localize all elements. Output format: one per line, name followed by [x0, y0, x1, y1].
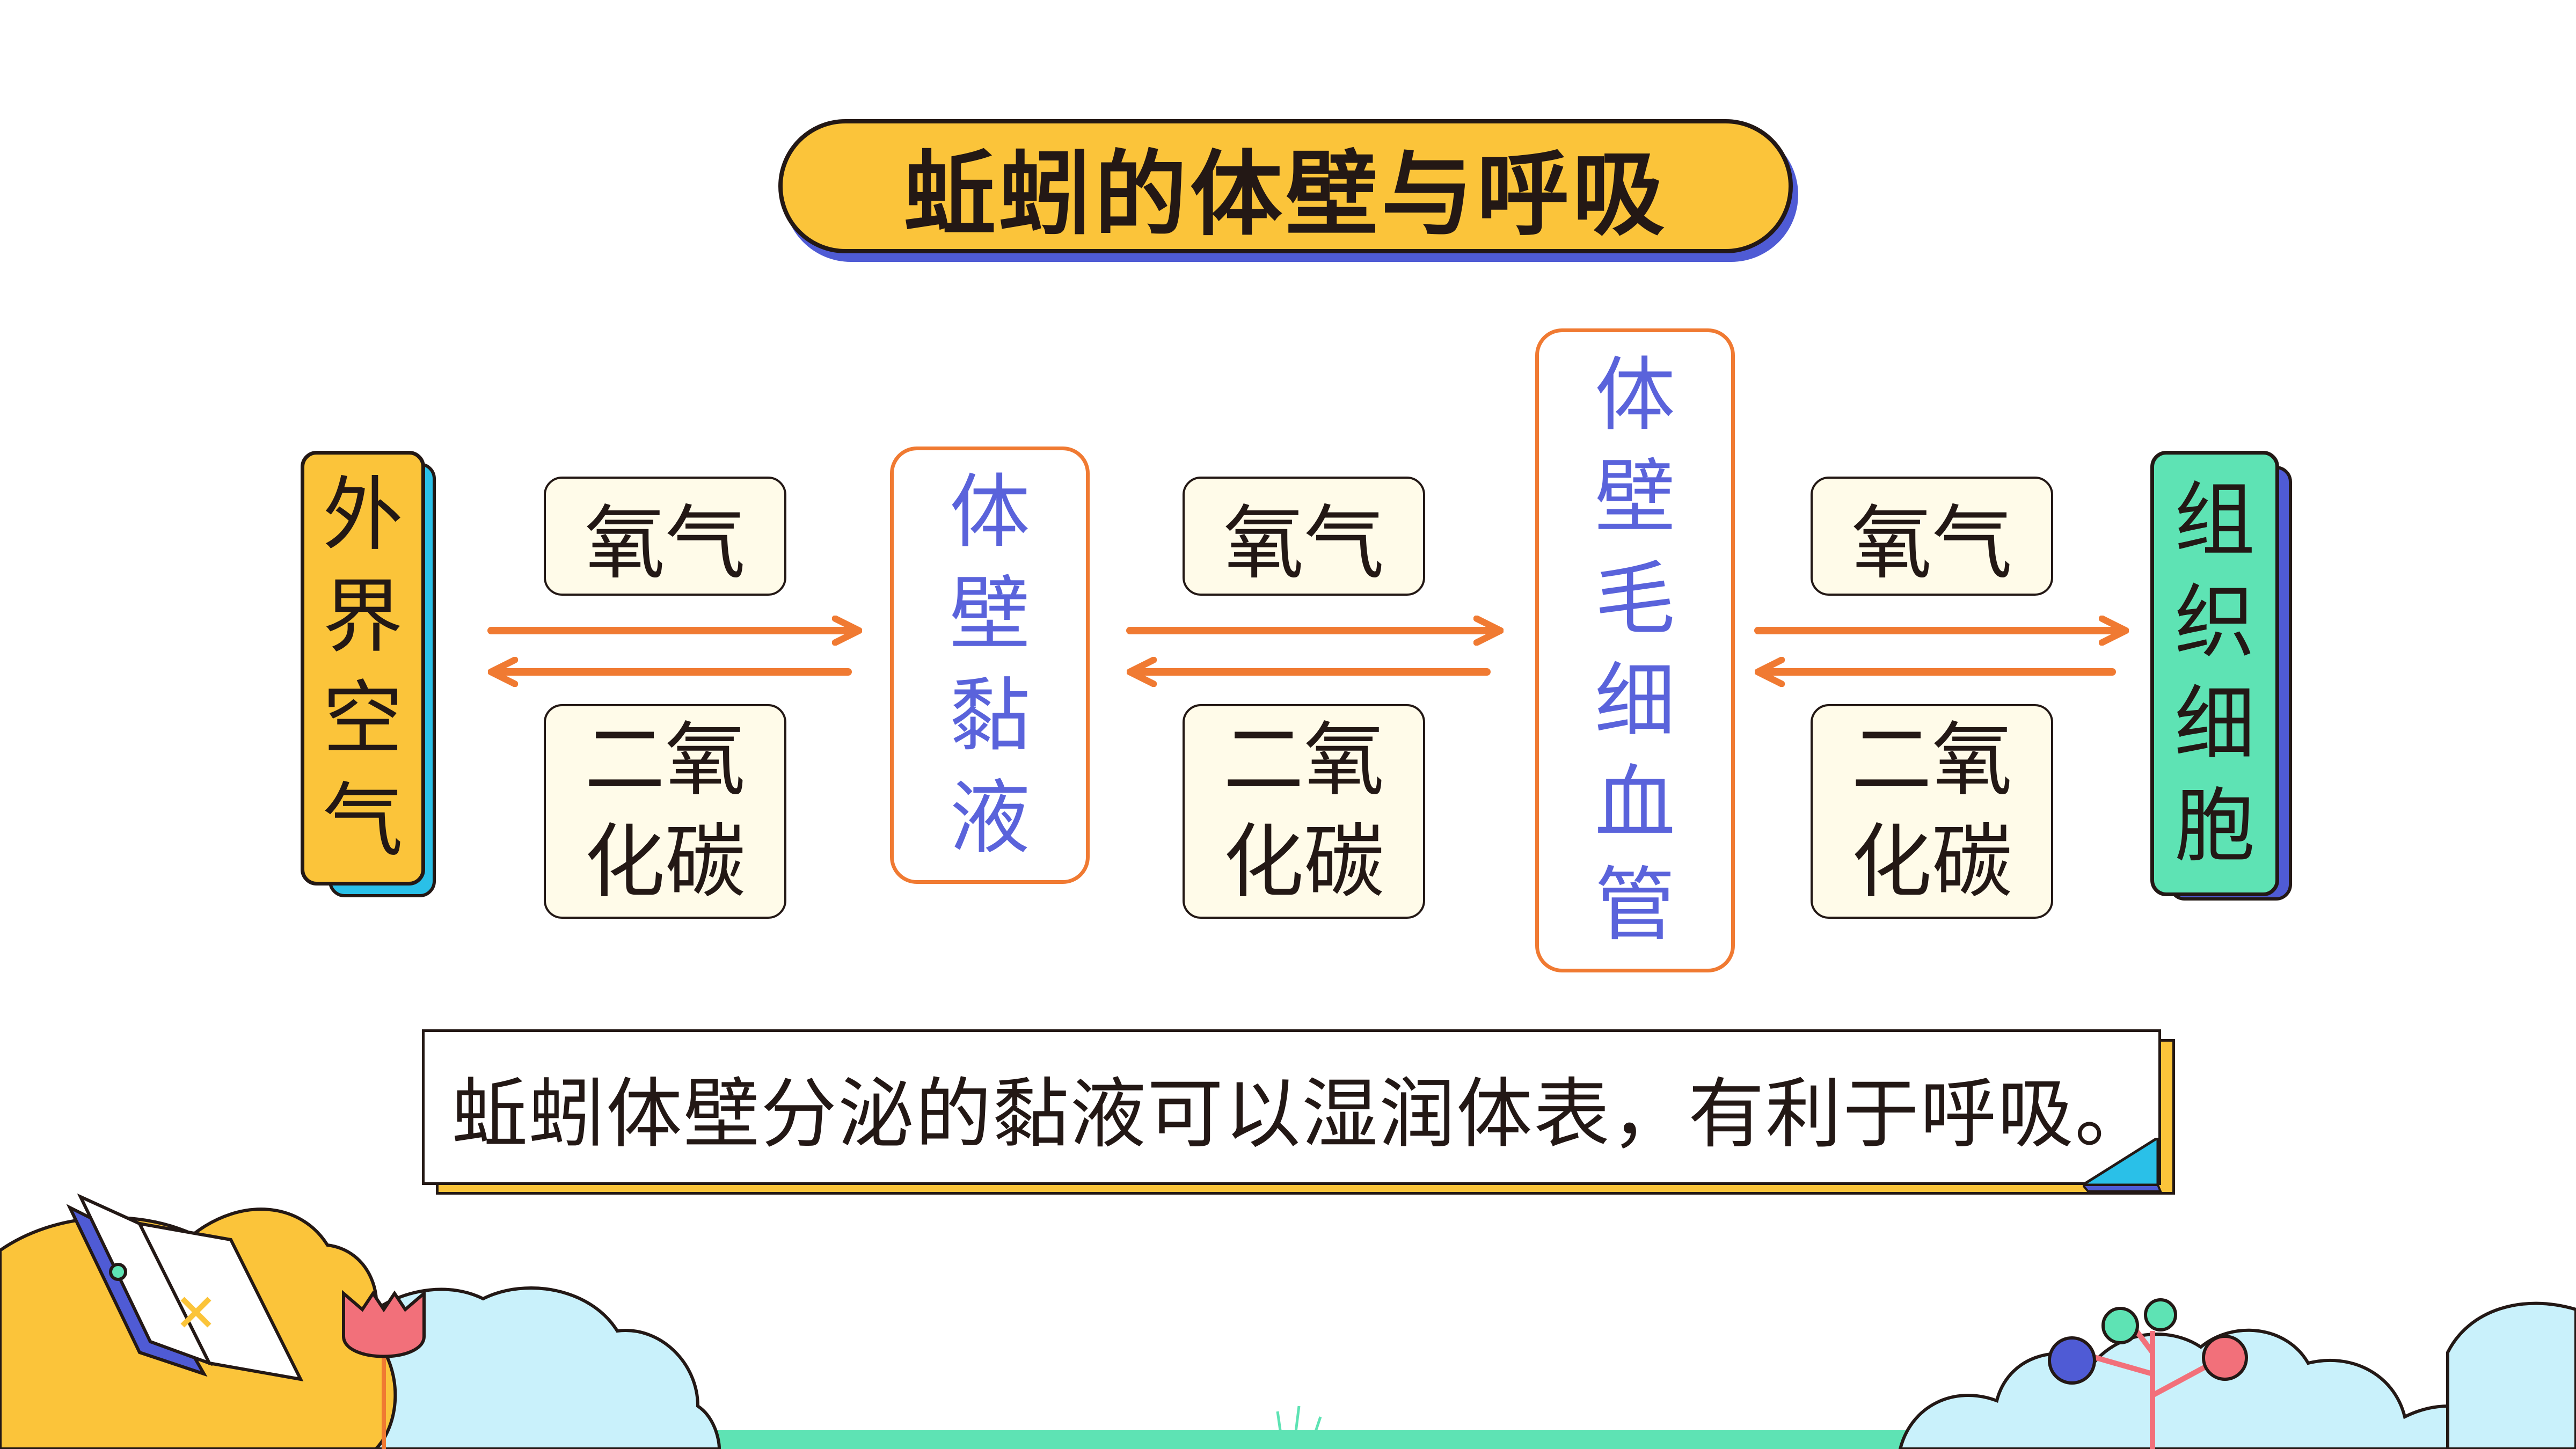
outside-air-char: 空 [322, 672, 403, 766]
co2-text-line1: 二氧 [1223, 714, 1384, 807]
body-wall-mucus-char: 液 [949, 771, 1030, 865]
note-text: 蚯蚓体壁分泌的黏液可以湿润体表，有利于呼吸。 [451, 1070, 2152, 1159]
note-box: 蚯蚓体壁分泌的黏液可以湿润体表，有利于呼吸。 [422, 1029, 2161, 1185]
tree-balloons-icon [2048, 1298, 2248, 1449]
tissue-cells-box: 组 织 细 胞 [2150, 451, 2279, 896]
body-wall-capillary-char: 壁 [1594, 451, 1675, 544]
co2-label: 二氧 化碳 [1183, 704, 1425, 919]
body-wall-mucus-char: 黏 [949, 669, 1030, 763]
body-wall-capillary-char: 毛 [1594, 553, 1675, 646]
co2-text-line1: 二氧 [584, 714, 746, 807]
co2-text-line2: 化碳 [1223, 816, 1384, 909]
co2-text-line2: 化碳 [1851, 816, 2012, 909]
oxygen-text: 氧气 [584, 496, 746, 590]
note-page-curl-icon [2083, 1138, 2162, 1192]
oxygen-label: 氧气 [1183, 477, 1425, 596]
page-title: 蚯蚓的体壁与呼吸 [903, 140, 1668, 248]
body-wall-capillary-char: 管 [1594, 859, 1675, 952]
oxygen-text: 氧气 [1851, 496, 2012, 590]
outside-air-box: 外 界 空 气 [301, 451, 425, 885]
grass-icon [1276, 1406, 1322, 1449]
co2-text-line2: 化碳 [584, 816, 746, 909]
tissue-cells-char: 织 [2174, 576, 2255, 669]
oxygen-label: 氧气 [1811, 477, 2053, 596]
co2-label: 二氧 化碳 [1811, 704, 2053, 919]
outside-air-char: 外 [322, 469, 403, 562]
flower-icon [342, 1290, 426, 1449]
outside-air-char: 气 [322, 774, 403, 868]
co2-text-line1: 二氧 [1851, 714, 2012, 807]
body-wall-capillary-char: 细 [1594, 655, 1675, 748]
outside-air-char: 界 [322, 570, 403, 664]
oxygen-text: 氧气 [1223, 496, 1384, 590]
body-wall-mucus-char: 体 [949, 465, 1030, 559]
oxygen-label: 氧气 [544, 477, 786, 596]
book-icon [66, 1193, 304, 1381]
tissue-cells-char: 细 [2174, 678, 2255, 771]
body-wall-capillary-char: 体 [1594, 349, 1675, 442]
body-wall-mucus-char: 壁 [949, 567, 1030, 661]
body-wall-capillary-char: 血 [1594, 757, 1675, 850]
tissue-cells-char: 组 [2174, 474, 2255, 567]
title-banner: 蚯蚓的体壁与呼吸 [778, 119, 1793, 253]
tissue-cells-char: 胞 [2174, 780, 2255, 873]
body-wall-capillary-box: 体 壁 毛 细 血 管 [1535, 328, 1735, 972]
co2-label: 二氧 化碳 [544, 704, 786, 919]
body-wall-mucus-box: 体 壁 黏 液 [890, 447, 1090, 884]
